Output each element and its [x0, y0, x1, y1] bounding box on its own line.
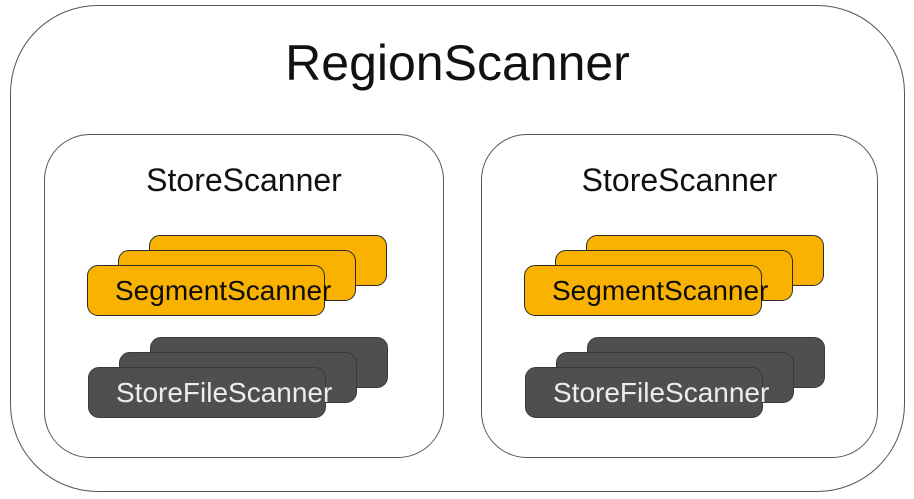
- store-scanner-title: StoreScanner: [146, 162, 342, 198]
- segment-scanner-label: SegmentScanner: [552, 274, 769, 306]
- segment-scanner-stack: SegmentScanner: [524, 235, 826, 318]
- storefile-scanner-card-front: StoreFileScanner: [88, 367, 332, 418]
- region-scanner-title: RegionScanner: [285, 35, 630, 91]
- segment-scanner-stack: SegmentScanner: [87, 235, 389, 318]
- segment-scanner-card-front: SegmentScanner: [524, 265, 768, 316]
- segment-scanner-label: SegmentScanner: [115, 274, 332, 306]
- region-scanner-box: RegionScanner StoreScanner SegmentScanne…: [10, 5, 905, 492]
- storefile-scanner-label: StoreFileScanner: [553, 376, 770, 408]
- store-scanner-box-right: StoreScanner SegmentScanner StoreFileSca…: [481, 134, 878, 458]
- storefile-scanner-stack: StoreFileScanner: [525, 337, 827, 420]
- store-scanner-title: StoreScanner: [581, 162, 778, 198]
- storefile-scanner-label: StoreFileScanner: [116, 376, 333, 408]
- storefile-scanner-card-front: StoreFileScanner: [525, 367, 769, 418]
- store-scanner-box-left: StoreScanner SegmentScanner StoreFileSca…: [44, 134, 444, 458]
- segment-scanner-card-front: SegmentScanner: [87, 265, 331, 316]
- storefile-scanner-stack: StoreFileScanner: [88, 337, 390, 420]
